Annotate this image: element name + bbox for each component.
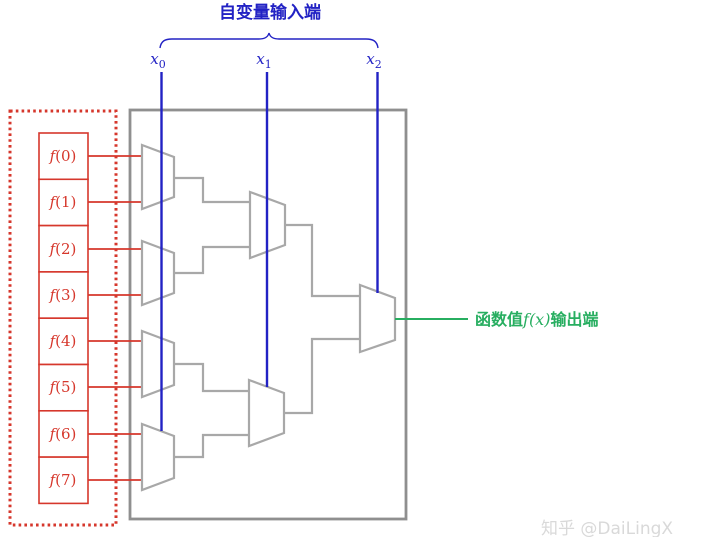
f-label-0: f(0) xyxy=(49,147,77,165)
inputs-brace xyxy=(159,32,379,49)
f-label-3: f(3) xyxy=(49,286,77,304)
mux-level1-a xyxy=(140,143,176,211)
variable-input-lines xyxy=(160,72,379,431)
mux-level3-output xyxy=(358,283,397,354)
watermark: 知乎 @DaiLingX xyxy=(541,519,673,537)
function-value-wires xyxy=(88,155,142,481)
mux-level1-b xyxy=(140,239,176,307)
output-label: 函数值f(x)输出端 xyxy=(475,310,598,329)
mux-level2-b xyxy=(247,378,286,448)
f-label-2: f(2) xyxy=(49,240,77,258)
x0-label: x0 xyxy=(150,50,165,71)
f-box-0 xyxy=(38,132,89,181)
wire-mux2b-to-mux3 xyxy=(284,337,360,415)
function-values-dotted-frame xyxy=(8,109,118,527)
multiplexers xyxy=(140,143,397,492)
wire-mux1c-to-mux2b xyxy=(174,362,249,393)
f-label-6: f(6) xyxy=(49,425,77,443)
wire-mux1b-to-mux2a xyxy=(174,245,250,275)
inputs-title: 自变量输入端 xyxy=(219,2,321,23)
mux-level1-d xyxy=(140,422,176,492)
variable-input-labels: x0 x1 x2 xyxy=(150,50,381,71)
wire-mux1d-to-mux2b xyxy=(174,433,249,459)
wire-mux1a-to-mux2a xyxy=(174,176,250,204)
f-label-5: f(5) xyxy=(49,378,77,396)
f-label-7: f(7) xyxy=(49,471,77,489)
function-value-boxes xyxy=(38,132,89,505)
mux-interconnect-wires xyxy=(174,176,360,459)
x1-label: x1 xyxy=(256,50,271,71)
mux-level1-c xyxy=(140,329,176,399)
wire-mux2a-to-mux3 xyxy=(285,223,360,298)
f-label-4: f(4) xyxy=(49,332,77,350)
f-label-1: f(1) xyxy=(49,193,77,211)
function-value-labels: f(0) f(1) f(2) f(3) f(4) f(5) f(6) f(7) xyxy=(49,147,77,489)
x2-label: x2 xyxy=(366,50,381,71)
f-box-7 xyxy=(38,456,89,505)
